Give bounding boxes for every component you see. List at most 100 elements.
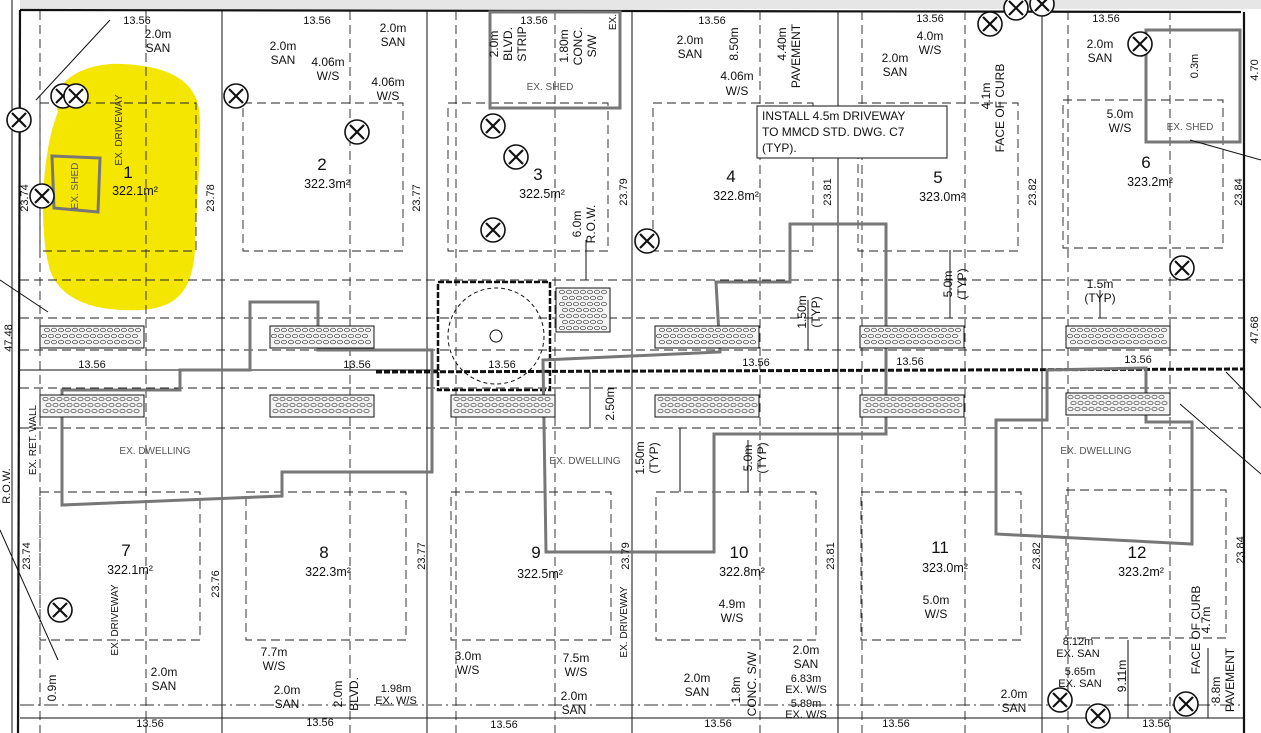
pad-stipple: [709, 402, 716, 408]
pad-stipple: [467, 396, 474, 402]
bot-ws-11: 5.0m: [923, 593, 950, 607]
pad-stipple: [1154, 339, 1160, 345]
pad-stipple: [56, 396, 63, 402]
pad-stipple: [58, 339, 64, 345]
pad-stipple: [63, 396, 70, 402]
pad-stipple: [666, 339, 672, 345]
pad-stipple: [897, 408, 904, 414]
pad-stipple: [77, 396, 84, 402]
pad-stipple: [349, 408, 356, 414]
frontage-top-6: 13.56: [1092, 13, 1120, 25]
pad-stipple: [1105, 327, 1111, 333]
pad-stipple: [540, 402, 547, 408]
bot-ws-7-label: W/S: [263, 659, 286, 673]
top-conc-sw: 1.80m: [557, 29, 571, 62]
pad-stipple: [876, 408, 883, 414]
pad-stipple: [741, 408, 748, 414]
pad-stipple: [869, 396, 876, 402]
pad-stipple: [295, 327, 301, 333]
left-total-depth: 47.48: [3, 324, 15, 352]
pad-stipple: [897, 396, 904, 402]
pad-stipple: [904, 408, 911, 414]
top-curb-41-label: FACE OF CURB: [993, 64, 1007, 153]
pad-stipple: [1070, 339, 1076, 345]
pad-stipple: [601, 301, 607, 307]
pad-stipple: [869, 408, 876, 414]
top-pavement-label: PAVEMENT: [789, 23, 803, 88]
bot-ws-9: 3.0m: [455, 649, 482, 663]
pad-stipple: [918, 408, 925, 414]
pad-stipple: [76, 333, 82, 339]
bot-ws-198-label: EX. W/S: [375, 695, 417, 707]
pad-stipple: [327, 333, 333, 339]
pad-stipple: [594, 313, 600, 319]
pad-stipple: [51, 339, 57, 345]
pad-stipple: [118, 333, 124, 339]
lot-12-depth: 23.84: [1235, 536, 1247, 564]
pad-stipple: [42, 408, 49, 414]
pad-stipple: [562, 319, 568, 325]
leader-lines: [0, 19, 1261, 718]
top-blvd-strip-label-2: STRIP: [515, 26, 529, 61]
pad-stipple: [890, 396, 897, 402]
pad-stipple: [91, 408, 98, 414]
lot-labels: 1 322.1m² 2 322.3m² 3 322.5m² 4 322.8m² …: [107, 153, 1173, 581]
pad-stipple: [1119, 339, 1125, 345]
tree-removal-icon: [47, 597, 73, 623]
ex-shed-lot3: EX. SHED: [527, 82, 574, 93]
pad-stipple: [1147, 339, 1153, 345]
pad-stipple: [1091, 339, 1097, 345]
pad-stipple: [84, 408, 91, 414]
pad-stipple: [366, 402, 373, 408]
pad-stipple: [1074, 406, 1081, 412]
pad-stipple: [583, 307, 589, 313]
pad-stipple: [694, 339, 700, 345]
pad-stipple: [363, 396, 370, 402]
pad-stipple: [358, 327, 364, 333]
lot-9-depth: 23.79: [620, 542, 632, 570]
pad-stipple: [590, 307, 596, 313]
pad-stipple: [597, 295, 603, 301]
pad-stipple: [879, 402, 886, 408]
lot-7-area: 322.1m²: [107, 563, 153, 577]
pad-stipple: [1081, 394, 1088, 400]
pad-stipple: [474, 396, 481, 402]
bot-ws-9-label: W/S: [457, 663, 480, 677]
lot-7-number: 7: [121, 541, 130, 560]
pad-stipple: [79, 339, 85, 345]
pad-stipple: [352, 402, 359, 408]
pad-stipple: [904, 396, 911, 402]
pad-stipple: [302, 327, 308, 333]
pad-stipple: [526, 402, 533, 408]
bot-ws-9c-label: W/S: [565, 665, 588, 679]
top-san-4: 2.0m: [677, 33, 704, 47]
pad-stipple: [1119, 400, 1126, 406]
mid-typ-15: 1.5m: [1087, 277, 1114, 291]
pad-stipple: [1137, 333, 1143, 339]
pad-stipple: [587, 289, 593, 295]
pad-stipple: [1102, 394, 1109, 400]
lot-1-area: 322.1m²: [112, 184, 158, 198]
pad-stipple: [126, 396, 133, 402]
tree-removal-icon: [1173, 691, 1199, 717]
pad-stipple: [559, 313, 565, 319]
pad-stipple: [313, 333, 319, 339]
pad-stipple: [285, 333, 291, 339]
pad-stipple: [691, 333, 697, 339]
tree-removal-icon: [1003, 0, 1029, 21]
pad-stipple: [93, 327, 99, 333]
pad-stipple: [705, 333, 711, 339]
pad-stipple: [271, 333, 277, 339]
tree-removal-icon: [977, 11, 1003, 37]
pad-stipple: [576, 319, 582, 325]
lot-9-area: 322.5m²: [517, 567, 563, 581]
top-ws-3: 4.06m: [371, 75, 404, 89]
pad-stipple: [101, 402, 108, 408]
pad-stipple: [107, 327, 113, 333]
pad-stipple: [477, 402, 484, 408]
lot-3-number: 3: [533, 165, 542, 184]
pad-stipple: [885, 339, 891, 345]
tree-removal-icon: [480, 113, 506, 139]
pad-stipple: [519, 402, 526, 408]
pad-stipple: [69, 333, 75, 339]
